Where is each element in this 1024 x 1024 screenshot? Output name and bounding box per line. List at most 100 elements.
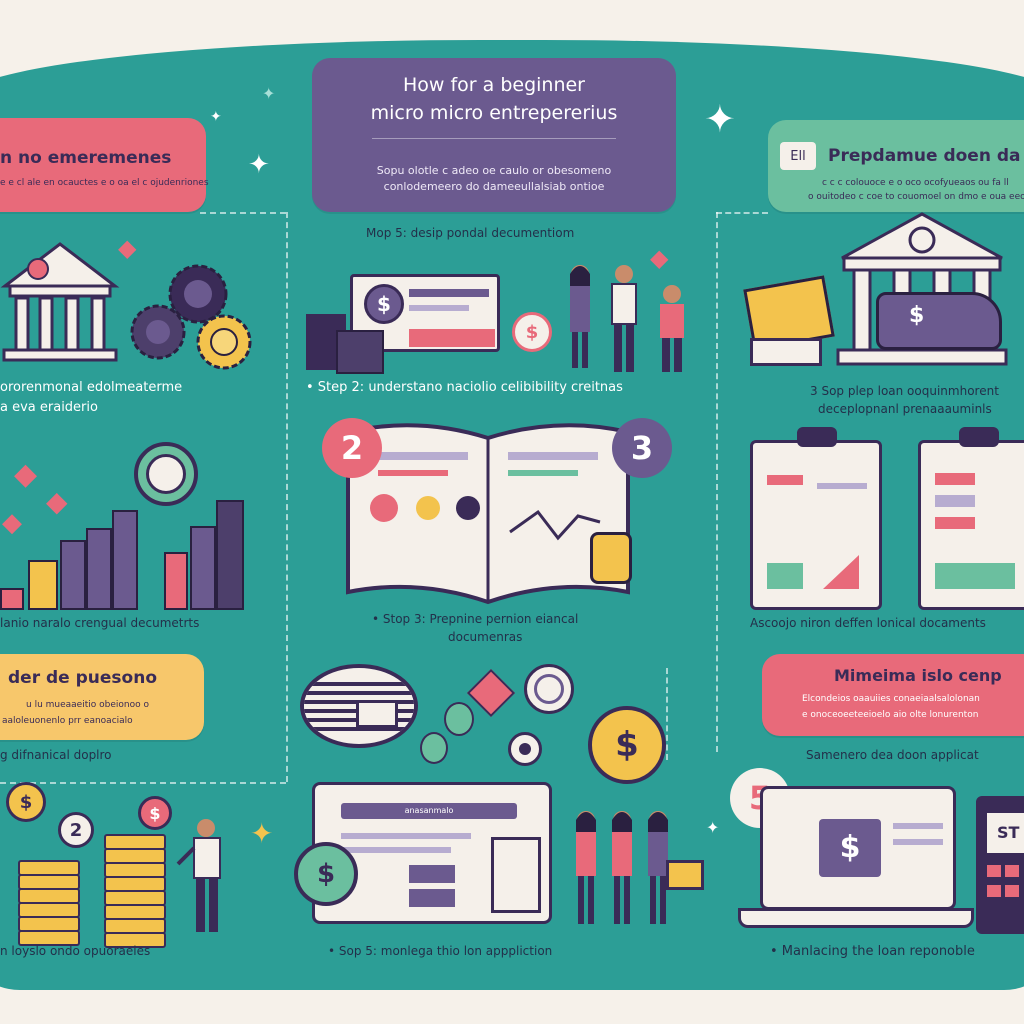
pink-card-heading: Mimeima islo cenp xyxy=(834,666,1002,685)
person-icon xyxy=(176,818,226,934)
line xyxy=(935,495,975,507)
dollar-bubble-icon: $ xyxy=(364,284,404,324)
yellow-card-heading: der de puesono xyxy=(8,668,157,688)
calc-key xyxy=(987,865,1001,877)
diamond-icon: ◆ xyxy=(118,234,137,262)
bar-chart-illustration xyxy=(0,500,250,610)
triangle xyxy=(823,555,859,589)
pink-card-sub-2: e onoceoeeteeioelo aio olte lonurenton xyxy=(802,710,979,720)
card-reader-icon: $ xyxy=(876,292,1002,350)
chart-bar xyxy=(112,510,138,610)
person-icon xyxy=(644,810,672,926)
diamond-icon: ◆ xyxy=(14,457,38,492)
dashed-divider-right xyxy=(716,212,718,752)
caption-right-1a: 3 Sop plep loan ooquinmhorent xyxy=(810,384,999,398)
arrow-button[interactable] xyxy=(409,889,455,907)
step-2-badge: 2 xyxy=(322,418,382,478)
caption-right-3: Samenero dea doon applicat xyxy=(806,748,979,762)
board-bar xyxy=(409,329,495,347)
caption-center-2a: • Stop 3: Prepnine pernion eiancal xyxy=(372,612,579,626)
diamond-icon: ◆ xyxy=(650,244,669,272)
dashed-divider-left xyxy=(286,212,288,782)
caption-left-1a: ororenmonal edolmeaterme xyxy=(0,380,183,395)
cash-register-icon xyxy=(750,338,822,366)
chart-bar xyxy=(190,526,216,610)
line xyxy=(935,517,975,529)
calc-key xyxy=(987,885,1001,897)
coin-stack-icon xyxy=(104,834,166,948)
chart-bar xyxy=(0,588,24,610)
left-card-sub: e e cl ale en ocauctes e o oa el c ojude… xyxy=(0,178,209,188)
left-heading-card: n no emeremenes e e cl ale en ocauctes e… xyxy=(0,118,209,212)
coin-badge-icon xyxy=(134,442,198,506)
title-subtitle-1: Sopu olotle c adeo oe caulo or obesomeno xyxy=(376,164,612,177)
diamond-icon: ◆ xyxy=(2,508,22,538)
lock-coin-icon xyxy=(524,664,574,714)
sparkle-icon: ✦ xyxy=(248,150,270,180)
arrow-button[interactable] xyxy=(409,865,455,883)
dashed-connector-center xyxy=(666,668,668,760)
calc-key xyxy=(1005,865,1019,877)
yellow-info-card: der de puesono u lu mueaaeitio obeionoo … xyxy=(0,654,204,740)
dashed-divider-right-top xyxy=(716,212,768,214)
title-card: How for a beginner micro micro entrepere… xyxy=(312,58,676,212)
laptop-base xyxy=(738,908,974,928)
laptop-screen: $ xyxy=(760,786,956,910)
caption-left-1b: a eva eraiderio xyxy=(0,400,98,415)
caption-left-4: n loyslo ondo opuoraeies xyxy=(0,944,151,958)
caption-left-3: g difnanical doplro xyxy=(0,748,112,762)
large-dollar-coin-icon: $ xyxy=(588,706,666,784)
line xyxy=(935,473,975,485)
clipboard-right-icon xyxy=(918,427,1024,610)
board-line xyxy=(409,305,469,311)
right-heading-card: Ell Prepdamue doen da c c c colouoce e o… xyxy=(768,120,1024,212)
calculator-display: ST xyxy=(987,813,1024,853)
envelope xyxy=(356,700,398,728)
caption-left-2: lanio naralo crengual decumetrts xyxy=(0,616,200,630)
line xyxy=(341,847,451,853)
caption-right-1b: deceplopnanl prenaaauminls xyxy=(818,402,992,416)
person-icon xyxy=(608,264,640,374)
balloon-icon xyxy=(420,732,448,764)
line xyxy=(893,839,943,845)
caption-center-4: • Sop 5: monlega thio lon apppliction xyxy=(328,944,553,958)
right-card-heading: Prepdamue doen da xyxy=(828,146,1021,166)
clip xyxy=(797,427,837,447)
clip xyxy=(959,427,999,447)
dollar-coin-icon: $ xyxy=(6,782,46,822)
line xyxy=(341,833,471,839)
left-card-heading: n no emeremenes xyxy=(0,148,172,168)
caption-right-2: Ascoojo niron deffen lonical docaments xyxy=(750,616,986,630)
window-header: anasanmalo xyxy=(341,803,517,819)
caption-center-2b: documenras xyxy=(448,630,523,644)
person-icon xyxy=(566,264,594,370)
block xyxy=(767,563,803,589)
person-icon xyxy=(608,810,636,926)
sparkle-icon: ✦ xyxy=(262,84,276,103)
title-line-1: How for a beginner xyxy=(402,74,585,96)
dollar-coin-icon: $ xyxy=(512,312,552,352)
board-line xyxy=(409,289,489,297)
balloon-icon xyxy=(444,702,474,736)
block xyxy=(935,563,1015,589)
diamond-icon: ◆ xyxy=(46,485,68,518)
envelope-icon xyxy=(666,860,704,890)
line xyxy=(893,823,943,829)
reader-dollar: $ xyxy=(909,303,925,328)
calculator-icon: ST xyxy=(976,796,1024,934)
side-panel xyxy=(491,837,541,913)
chart-bar xyxy=(60,540,86,610)
line xyxy=(767,475,803,485)
step-label-top: Mop 5: desip pondal decumentiom xyxy=(366,226,575,240)
sparkle-icon: ✦ xyxy=(706,818,720,837)
person-icon xyxy=(656,284,688,374)
chart-bar xyxy=(164,552,188,610)
caption-right-4: • Manlacing the loan reponoble xyxy=(770,944,975,959)
gears-icon xyxy=(128,262,258,372)
laptop-dollar-icon: $ xyxy=(819,819,881,877)
step-3-badge: 3 xyxy=(612,418,672,478)
sparkle-icon: ✦ xyxy=(210,109,222,125)
coin-stack-icon xyxy=(18,860,80,946)
dashed-divider-left-top xyxy=(200,212,286,214)
target-icon xyxy=(508,732,542,766)
